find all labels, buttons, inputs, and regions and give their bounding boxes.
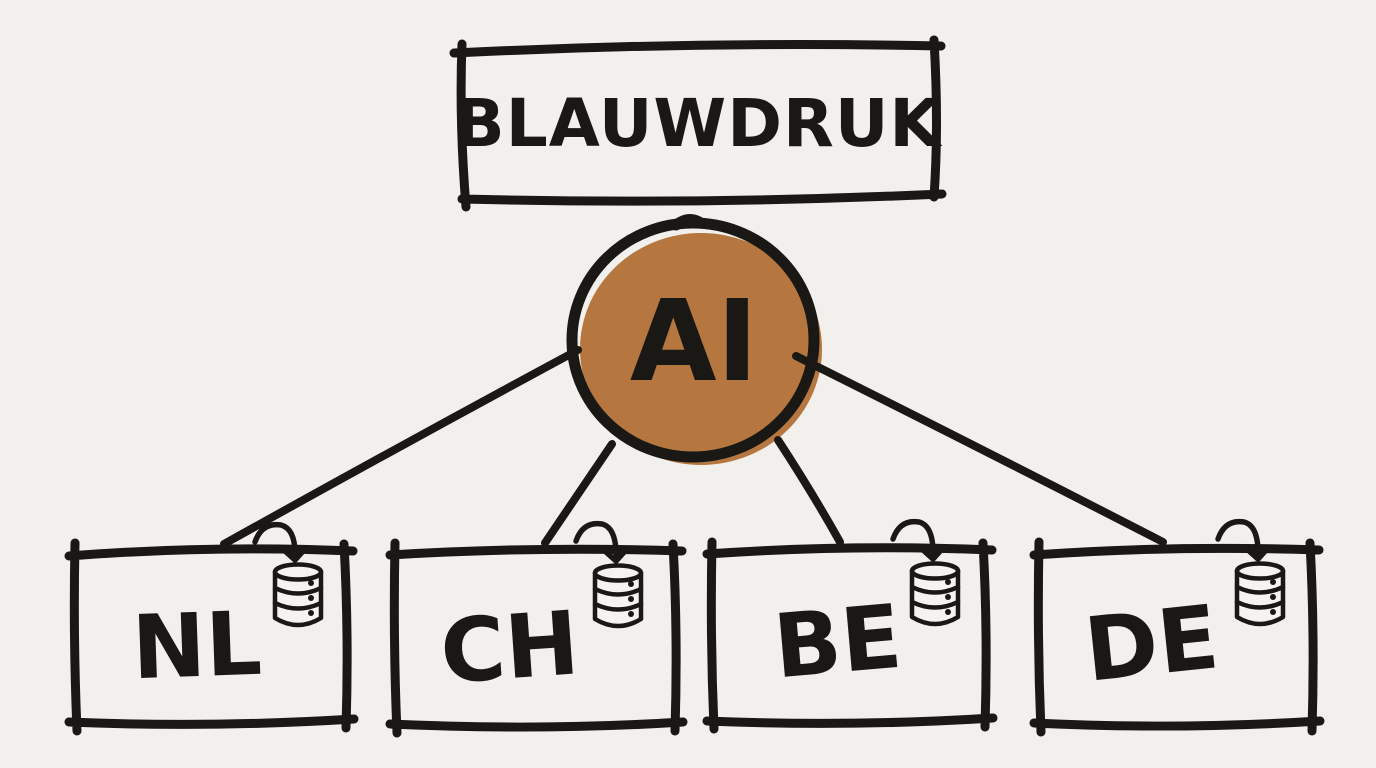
title-box-outline bbox=[449, 35, 947, 212]
db-dots bbox=[945, 579, 951, 615]
nl-box-outline bbox=[64, 538, 359, 736]
db-cylinder-top bbox=[272, 562, 324, 582]
db-cylinder-separators bbox=[909, 584, 961, 610]
db-cylinder-outline bbox=[272, 569, 324, 628]
country-box-de: DE bbox=[1029, 518, 1325, 737]
ch-box-outline bbox=[385, 538, 688, 738]
arrow-into-database-icon bbox=[890, 518, 945, 562]
db-cylinder-outline bbox=[592, 570, 644, 629]
db-cylinder-top bbox=[1234, 561, 1286, 581]
be-label: BE bbox=[770, 585, 906, 699]
connector-ai-nl bbox=[220, 346, 582, 548]
country-box-nl: NL bbox=[64, 521, 359, 736]
db-cylinder-outline bbox=[909, 568, 961, 627]
ai-label: AI bbox=[630, 277, 758, 407]
database-icon bbox=[1234, 561, 1286, 627]
arrow-into-database-icon bbox=[252, 521, 307, 563]
db-cylinder-top bbox=[592, 563, 644, 583]
connector-ai-be bbox=[774, 436, 844, 546]
title-label: BLAUWDRUK bbox=[454, 85, 943, 162]
db-cylinder-outline bbox=[1234, 568, 1286, 627]
connector-ai-ch bbox=[541, 440, 616, 547]
db-cylinder-separators bbox=[272, 585, 324, 611]
arrow-into-database-icon bbox=[573, 520, 628, 564]
db-cylinder-separators bbox=[1234, 584, 1286, 610]
db-dots bbox=[1270, 579, 1276, 615]
database-icon bbox=[272, 562, 324, 628]
title-box: BLAUWDRUK bbox=[449, 35, 947, 212]
connector-ai-de bbox=[792, 352, 1167, 546]
ai-node-pen-nub bbox=[670, 214, 705, 231]
country-box-be: BE bbox=[702, 518, 998, 734]
ch-label: CH bbox=[437, 591, 582, 703]
country-box-ch: CH bbox=[385, 520, 688, 738]
de-box-outline bbox=[1029, 537, 1325, 737]
db-cylinder-top bbox=[909, 561, 961, 581]
ai-node-shadow bbox=[580, 233, 822, 465]
arrow-into-database-icon bbox=[1215, 518, 1270, 562]
de-label: DE bbox=[1080, 585, 1223, 701]
database-icon bbox=[909, 561, 961, 627]
be-box-outline bbox=[702, 537, 998, 734]
db-cylinder-separators bbox=[592, 586, 644, 612]
db-dots bbox=[628, 581, 634, 617]
ai-node: AI bbox=[566, 214, 822, 465]
nl-label: NL bbox=[130, 592, 263, 699]
db-dots bbox=[308, 580, 314, 616]
database-icon bbox=[592, 563, 644, 629]
